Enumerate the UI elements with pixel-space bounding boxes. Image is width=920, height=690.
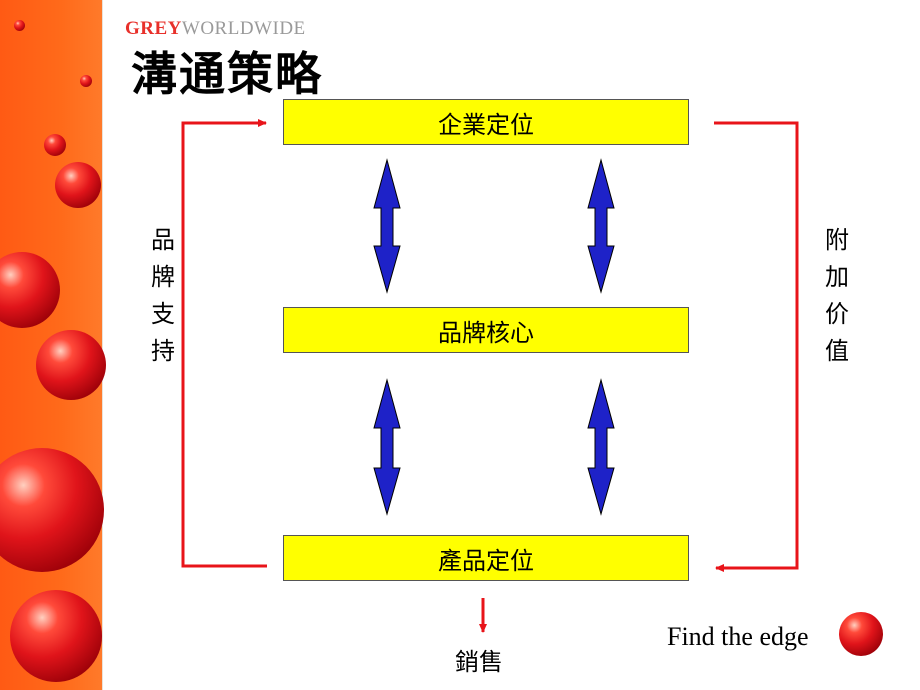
company-logo: GREYWORLDWIDE bbox=[125, 18, 306, 40]
sales-label: 銷售 bbox=[455, 648, 503, 676]
decorative-sphere bbox=[14, 20, 25, 31]
label-char: 持 bbox=[151, 337, 175, 365]
tagline: Find the edge bbox=[667, 622, 809, 651]
double-arrow-upper-left bbox=[373, 158, 401, 294]
label-char: 加 bbox=[825, 263, 849, 291]
decorative-sphere bbox=[80, 75, 92, 87]
added-value-loop bbox=[714, 121, 799, 572]
decorative-sphere bbox=[0, 252, 60, 328]
added-value-label: 附 加 价 值 bbox=[822, 222, 852, 370]
decorative-sphere bbox=[36, 330, 106, 400]
decorative-sphere bbox=[55, 162, 101, 208]
box-product-positioning: 產品定位 bbox=[283, 535, 689, 581]
band-divider bbox=[102, 0, 103, 690]
label-char: 支 bbox=[151, 300, 175, 328]
logo-grey: GREY bbox=[125, 18, 182, 39]
decorative-sphere bbox=[44, 134, 66, 156]
double-arrow-lower-left bbox=[373, 378, 401, 516]
slide-title: 溝通策略 bbox=[131, 47, 323, 101]
box-brand-core: 品牌核心 bbox=[283, 307, 689, 353]
label-char: 值 bbox=[825, 337, 849, 365]
logo-worldwide: WORLDWIDE bbox=[181, 18, 306, 39]
decorative-sphere bbox=[0, 448, 104, 572]
double-arrow-lower-right bbox=[587, 378, 615, 516]
label-char: 牌 bbox=[151, 263, 175, 291]
brand-support-loop bbox=[181, 119, 267, 568]
label-char: 品 bbox=[151, 226, 175, 254]
tagline-sphere bbox=[839, 612, 883, 656]
box-corporate-positioning: 企業定位 bbox=[283, 99, 689, 145]
label-char: 价 bbox=[825, 300, 849, 328]
double-arrow-upper-right bbox=[587, 158, 615, 294]
brand-support-label: 品 牌 支 持 bbox=[148, 222, 178, 370]
decorative-sphere bbox=[10, 590, 102, 682]
label-char: 附 bbox=[825, 226, 849, 254]
